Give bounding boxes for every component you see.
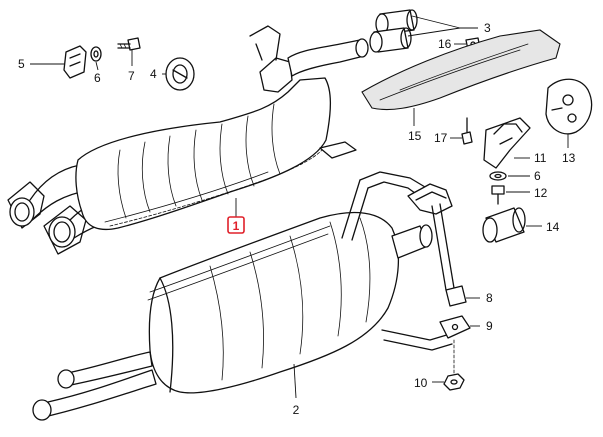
callout-12-label: 12 [534, 186, 548, 200]
part-10-nut[interactable] [432, 339, 465, 391]
part-12-bolt[interactable] [491, 185, 530, 205]
hanger-assembly[interactable] [407, 183, 455, 291]
part-15-heat-shield[interactable] [361, 29, 561, 126]
callout-9-label: 9 [486, 319, 493, 333]
part-14-sleeve[interactable] [482, 207, 542, 243]
part-4-rubber-ring[interactable] [162, 57, 195, 91]
part-2-rear-silencer[interactable] [32, 171, 453, 421]
callout-4-label: 4 [150, 67, 157, 81]
callout-6a-label: 6 [94, 71, 101, 85]
part-5-clamp-bracket[interactable] [30, 45, 87, 79]
callout-13-label: 13 [562, 151, 576, 165]
callout-16-label: 16 [438, 37, 452, 51]
part-13-rubber-mount[interactable] [545, 78, 593, 148]
part-6-washer-left[interactable] [90, 46, 102, 71]
callout-11-label: 11 [534, 151, 547, 165]
callout-7-label: 7 [128, 69, 135, 83]
callout-17-label: 17 [434, 131, 448, 145]
callout-15-label: 15 [408, 129, 422, 143]
callout-1[interactable]: 1 [227, 198, 245, 234]
callout-14-label: 14 [546, 220, 560, 234]
part-8-rubber-block[interactable] [445, 285, 480, 307]
part-17-screw[interactable] [450, 117, 473, 145]
callout-2: 2 [293, 363, 300, 417]
part-11-hanger-bracket[interactable] [483, 117, 531, 169]
part-3-sleeves[interactable] [369, 9, 478, 53]
callout-6b-label: 6 [534, 169, 541, 183]
callout-3-label: 3 [484, 21, 491, 35]
part-9-bracket[interactable] [439, 315, 480, 339]
callout-1-label: 1 [233, 219, 240, 233]
callout-5-label: 5 [18, 57, 25, 71]
part-7-bolt[interactable] [117, 37, 141, 66]
part-6-washer-right[interactable] [489, 171, 530, 181]
callout-8-label: 8 [486, 291, 493, 305]
callout-2-label: 2 [293, 403, 300, 417]
part-1-front-silencer[interactable] [7, 25, 369, 255]
callout-10-label: 10 [414, 376, 428, 390]
